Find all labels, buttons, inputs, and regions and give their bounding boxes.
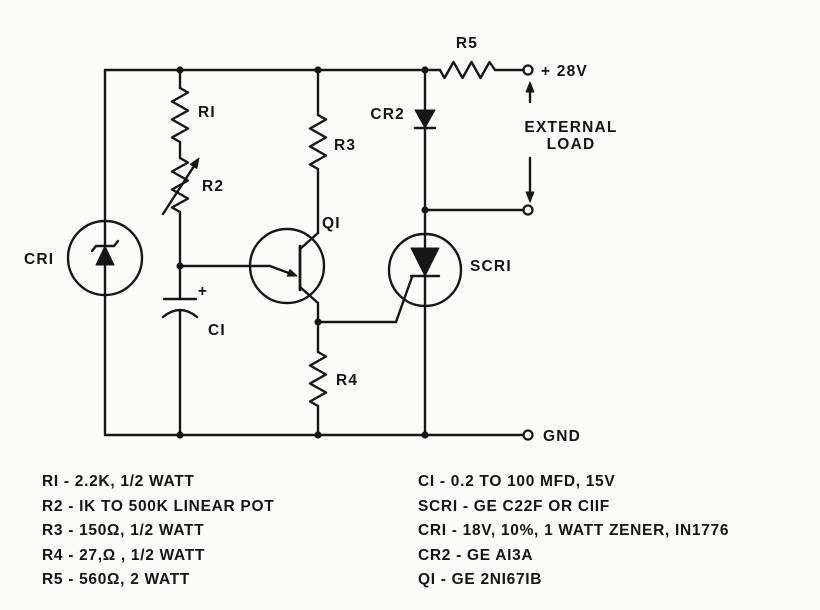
load-terminal — [522, 204, 534, 216]
resistor-r1-symbol — [170, 86, 190, 144]
resistor-r3-symbol — [308, 113, 328, 171]
diode-cr2-symbol — [413, 109, 437, 130]
parts-item-cr1: CRI - 18V, 10%, 1 WATT ZENER, IN1776 — [418, 522, 730, 539]
circuit-wires — [103, 68, 525, 437]
parts-item-scr1: SCRI - GE C22F OR CIIF — [418, 497, 610, 515]
r4-label: R4 — [336, 372, 358, 389]
external-load-arrows — [525, 81, 535, 203]
parts-item-r1: RI - 2.2K, 1/2 WATT — [42, 473, 195, 490]
parts-item-r4: R4 - 27,Ω , 1/2 WATT — [42, 546, 206, 564]
scr1-symbol — [387, 232, 463, 308]
r3-label: R3 — [334, 137, 356, 154]
resistor-r4-symbol — [308, 350, 328, 408]
q1-label: QI — [322, 215, 341, 232]
r5-label: R5 — [456, 35, 478, 52]
ground-terminal — [522, 429, 534, 441]
external-load-label-line2: LOAD — [547, 136, 596, 153]
r1-label: RI — [198, 104, 216, 121]
parts-item-r5: R5 - 560Ω, 2 WATT — [42, 571, 191, 588]
c1-label: CI — [208, 322, 226, 339]
parts-list-right-column: CI - 0.2 TO 100 MFD, 15V SCRI - GE C22F … — [418, 470, 729, 593]
supply-terminal — [522, 64, 534, 76]
cr1-label: CRI — [24, 251, 54, 268]
supply-label: + 28V — [541, 63, 588, 80]
schematic-canvas: R5 RI R2 R3 R4 CRI + CI — [24, 35, 617, 445]
parts-item-cr2: CR2 - GE AI3A — [418, 546, 534, 564]
gnd-label: GND — [543, 428, 581, 445]
cr2-label: CR2 — [370, 106, 405, 123]
resistor-r5-symbol — [438, 60, 497, 80]
zener-cr1-symbol — [66, 219, 144, 297]
parts-list-left-column: RI - 2.2K, 1/2 WATT R2 - IK TO 500K LINE… — [42, 470, 274, 593]
c1-polarity-mark: + — [198, 283, 208, 300]
parts-item-q1: QI - GE 2NI67IB — [418, 571, 543, 588]
capacitor-c1-symbol — [161, 297, 199, 319]
r2-label: R2 — [202, 178, 224, 195]
scr1-label: SCRI — [470, 258, 512, 275]
parts-item-r3: R3 - 150Ω, 1/2 WATT — [42, 522, 205, 539]
transistor-q1-symbol — [248, 227, 326, 305]
junction-dots — [176, 66, 429, 439]
external-load-label-line1: EXTERNAL — [524, 119, 617, 136]
circuit-schematic: R5 RI R2 R3 R4 CRI + CI — [24, 35, 617, 445]
potentiometer-r2-symbol — [161, 156, 200, 216]
parts-item-r2: R2 - IK TO 500K LINEAR POT — [42, 497, 275, 515]
parts-item-c1: CI - 0.2 TO 100 MFD, 15V — [418, 473, 616, 490]
terminals — [522, 64, 534, 441]
